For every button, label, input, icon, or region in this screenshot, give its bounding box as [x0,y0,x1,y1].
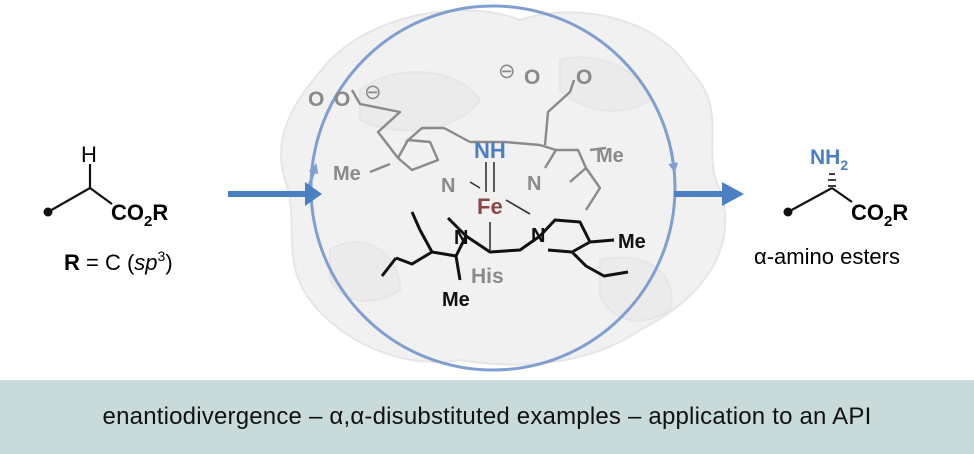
reaction-scheme: H CO2R R = C (sp3) [43,4,908,372]
reaction-arrow-in [228,182,322,206]
heme-skeleton-back [350,79,607,211]
cycle-arrow-right [668,149,679,173]
carboxylate-left-o1: O [308,88,324,111]
histidine-label: His [471,265,504,288]
substrate-h-atom: H [81,142,97,167]
product-caption: α-amino esters [754,244,900,269]
substrate-r-definition: R = C (sp3) [64,248,173,275]
carboxylate-right-o1: O [524,66,540,89]
carboxylate-right-o2: O [576,66,592,89]
carboxylate-right-charge: ⊖ [498,60,516,83]
product-amine: NH2 [810,146,848,173]
methyl-bottom-label: Me [442,289,470,311]
summary-banner-text: enantiodivergence – α,α-disubstituted ex… [102,403,872,430]
carboxylate-left-o2: O [334,88,350,111]
nitrene-label: NH [474,138,506,163]
product-ester: CO2R [851,200,908,230]
substrate-ester: CO2R [111,200,168,230]
pyrrole-n4-label: N [531,225,545,247]
pyrrole-n2-label: N [527,173,541,195]
substrate-structure [43,164,113,217]
iron-label: Fe [477,194,503,219]
methyl-left-label: Me [333,163,361,185]
pyrrole-n3-label: N [454,227,468,249]
product-structure [783,173,853,217]
pyrrole-n1-label: N [441,175,455,197]
cycle-arrow-left [307,163,319,187]
summary-banner: enantiodivergence – α,α-disubstituted ex… [0,380,974,454]
fe-ligand-bonds [469,162,531,250]
methyl-top-right-label: Me [596,145,624,167]
heme-skeleton-front [380,211,629,281]
carboxylate-left-charge: ⊖ [364,81,382,104]
methyl-right-label: Me [618,231,646,253]
reaction-arrow-out [674,182,744,206]
